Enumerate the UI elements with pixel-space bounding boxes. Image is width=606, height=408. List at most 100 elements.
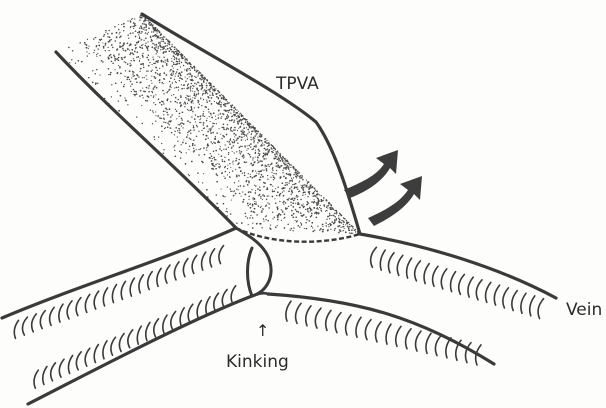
stipple-dot — [301, 223, 302, 224]
stipple-dot — [279, 201, 280, 202]
stipple-dot — [334, 228, 336, 230]
stipple-dot — [256, 214, 258, 216]
stipple-dot — [249, 217, 250, 218]
stipple-dot — [234, 119, 235, 120]
stipple-dot — [288, 198, 289, 199]
stipple-dot — [190, 133, 191, 134]
stipple-dot — [181, 122, 182, 123]
stipple-dot — [293, 200, 295, 202]
stipple-dot — [79, 42, 81, 44]
stipple-dot — [121, 57, 123, 59]
vein-rib — [146, 323, 150, 341]
stipple-dot — [123, 86, 125, 88]
stipple-dot — [142, 123, 143, 124]
stipple-dot — [197, 70, 199, 72]
stipple-dot — [343, 224, 344, 225]
stipple-dot — [243, 199, 244, 200]
vein-rib — [163, 315, 167, 333]
stipple-dot — [334, 221, 335, 222]
stipple-dot — [180, 73, 182, 75]
stipple-dot — [155, 34, 156, 35]
stipple-dot — [283, 156, 284, 157]
stipple-dot — [280, 157, 282, 159]
stipple-dot — [138, 34, 139, 35]
stipple-dot — [135, 25, 136, 26]
stipple-dot — [199, 119, 200, 120]
stipple-dot — [136, 57, 137, 58]
stipple-dot — [236, 139, 238, 141]
stipple-dot — [136, 93, 138, 95]
stipple-dot — [192, 68, 193, 69]
stipple-dot — [165, 108, 166, 109]
stipple-dot — [179, 52, 181, 54]
stipple-dot — [189, 175, 190, 176]
stipple-dot — [225, 110, 227, 112]
stipple-dot — [272, 218, 273, 219]
stipple-dot — [296, 174, 298, 176]
stipple-dot — [178, 53, 179, 54]
stipple-dot — [250, 191, 252, 193]
stipple-dot — [133, 22, 135, 24]
stipple-dot — [98, 44, 100, 46]
stipple-dot — [296, 211, 298, 213]
stipple-dot — [174, 155, 176, 157]
stipple-dot — [193, 95, 195, 97]
stipple-dot — [223, 98, 225, 100]
vein-rib — [521, 293, 526, 313]
stipple-dot — [167, 114, 169, 116]
stipple-dot — [130, 81, 132, 83]
stipple-dot — [290, 167, 291, 168]
stipple-dot — [297, 173, 299, 175]
stipple-dot — [110, 72, 112, 74]
stipple-dot — [119, 66, 120, 67]
stipple-dot — [157, 60, 159, 62]
stipple-dot — [221, 138, 222, 139]
vein-rib — [371, 247, 377, 267]
stipple-dot — [253, 199, 254, 200]
stipple-dot — [254, 129, 256, 131]
stipple-dot — [236, 118, 238, 120]
stipple-dot — [207, 145, 209, 147]
stipple-dot — [349, 232, 350, 233]
vein-left-upper-wall — [2, 228, 236, 318]
stipple-dot — [259, 160, 261, 162]
stipple-dot — [188, 100, 190, 102]
stipple-dot — [212, 132, 214, 134]
stipple-dot — [193, 139, 195, 141]
stipple-dot — [186, 69, 188, 71]
stipple-dot — [215, 93, 217, 95]
stipple-dot — [109, 40, 111, 42]
stipple-dot — [154, 63, 156, 65]
stipple-dot — [148, 27, 150, 29]
stipple-dot — [302, 184, 303, 185]
stipple-dot — [119, 42, 121, 44]
stipple-dot — [272, 175, 273, 176]
stipple-dot — [309, 207, 310, 208]
stipple-dot — [176, 49, 177, 50]
stipple-dot — [102, 42, 103, 43]
stipple-dot — [88, 77, 90, 79]
stipple-dot — [259, 150, 261, 152]
vein-rib — [50, 307, 55, 325]
vein-rib — [426, 333, 431, 353]
stipple-dot — [133, 72, 134, 73]
stipple-dot — [320, 208, 322, 210]
stipple-dot — [306, 186, 308, 188]
stipple-dot — [162, 65, 163, 66]
stipple-dot — [345, 224, 346, 225]
stipple-dot — [241, 115, 243, 117]
stipple-dot — [169, 70, 170, 71]
stipple-dot — [233, 107, 234, 108]
stipple-dot — [302, 176, 303, 177]
stipple-dot — [84, 43, 86, 45]
stipple-dot — [247, 203, 249, 205]
stipple-dot — [254, 138, 255, 139]
stipple-dot — [355, 231, 356, 232]
stipple-dot — [105, 30, 106, 31]
stipple-dot — [311, 209, 312, 210]
stipple-dot — [225, 196, 226, 197]
stipple-dot — [164, 51, 166, 53]
stipple-dot — [276, 162, 278, 164]
stipple-dot — [103, 46, 105, 48]
stipple-dot — [192, 97, 193, 98]
